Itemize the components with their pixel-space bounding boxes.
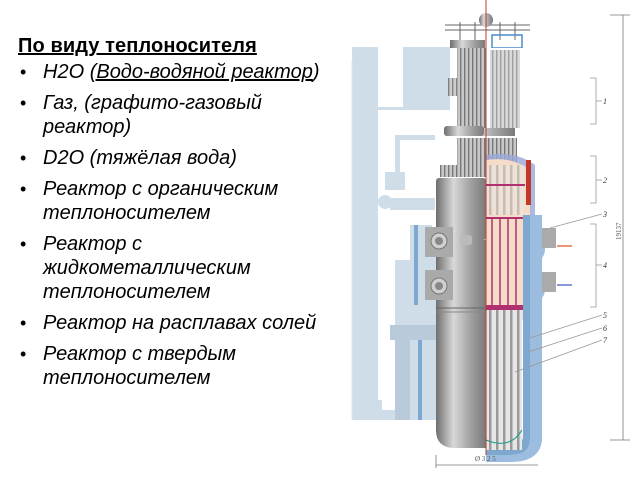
containment-structure bbox=[351, 47, 450, 420]
list-item: • D2O (тяжёлая вода) bbox=[20, 147, 237, 169]
callout-5: 5 bbox=[603, 311, 607, 320]
bullet-icon: • bbox=[20, 234, 27, 254]
bullet-icon: • bbox=[20, 148, 27, 168]
callouts bbox=[514, 77, 603, 373]
list-item: • Реактор с органическим теплоносителем bbox=[20, 178, 279, 224]
reactor-cutaway bbox=[485, 48, 572, 462]
callout-6: 6 bbox=[603, 324, 607, 333]
reactor-cutaway-illustration: 19137 Ø 3 2 5 1 2 3 4 5 6 7 bbox=[351, 0, 630, 468]
reactor-vessel bbox=[425, 178, 486, 448]
bullet-icon: • bbox=[20, 62, 27, 82]
slide-heading: По виду теплоносителя bbox=[18, 35, 257, 57]
bullet-icon: • bbox=[20, 344, 27, 364]
width-dimension-label: Ø 3 2 5 bbox=[475, 455, 496, 463]
bullet-icon: • bbox=[20, 313, 27, 333]
dimensions: 19137 Ø 3 2 5 bbox=[435, 14, 630, 468]
coolant-type-list: • H2O (Водо-водяной реактор) • Газ, (гра… bbox=[18, 60, 348, 390]
callout-4: 4 bbox=[603, 261, 607, 270]
list-item: • Газ, (графито-газовый реактор) bbox=[20, 92, 262, 138]
height-dimension-label: 19137 bbox=[615, 222, 623, 240]
callout-3: 3 bbox=[602, 210, 607, 219]
bullet-icon: • bbox=[20, 179, 27, 199]
callout-1: 1 bbox=[603, 97, 607, 106]
reactor-diagram: 19137 Ø 3 2 5 1 2 3 4 5 6 7 bbox=[340, 0, 640, 480]
list-item: • Реактор на расплавах солей bbox=[20, 312, 317, 334]
callout-7: 7 bbox=[603, 336, 608, 345]
list-item: • Реактор с твердым теплоносителем bbox=[20, 343, 236, 389]
underlined-term: (Водо-водяной реактор bbox=[89, 61, 313, 83]
list-item: • H2O (Водо-водяной реактор) bbox=[20, 61, 320, 83]
list-item: • Реактор с жидкометаллическим теплоноси… bbox=[20, 233, 251, 303]
bullet-icon: • bbox=[20, 93, 27, 113]
callout-2: 2 bbox=[603, 176, 607, 185]
text-column: По виду теплоносителя • H2O (Водо-водяно… bbox=[18, 34, 348, 397]
